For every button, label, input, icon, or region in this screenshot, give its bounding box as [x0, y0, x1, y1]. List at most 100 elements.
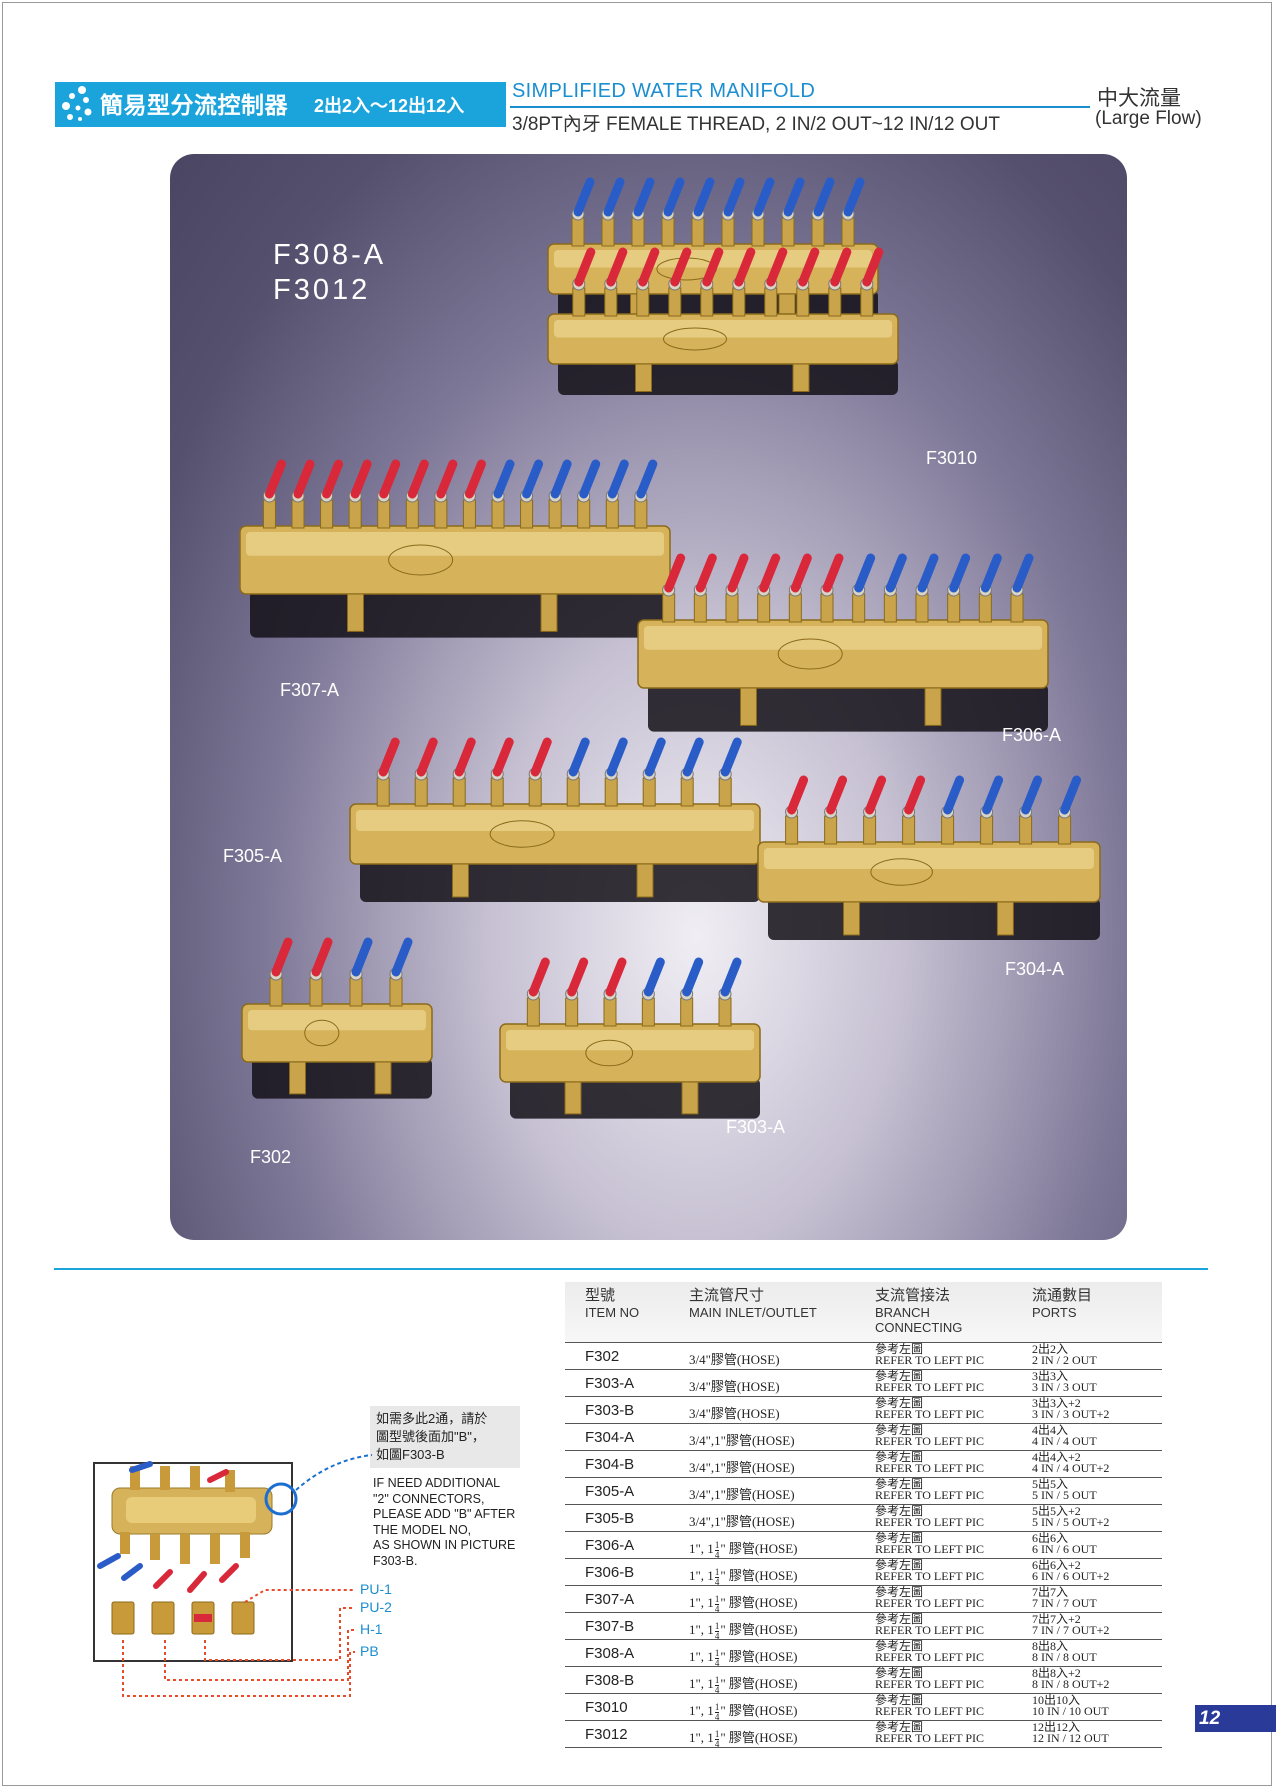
- f302-valve-handle: [311, 937, 333, 977]
- f3010-bottom-shadow: [558, 360, 898, 395]
- f3010-bottom-valve-handle: [638, 247, 660, 287]
- f307a-outlet-2: [540, 593, 558, 632]
- f303a-highlight: [506, 1030, 754, 1051]
- f304a-valve-stem: [1019, 815, 1033, 845]
- f3010-bottom-valve-handle: [798, 247, 820, 287]
- cell-item: F304-B: [585, 1456, 635, 1473]
- f302-outlet-1: [289, 1061, 306, 1095]
- f304a-valve-stem: [902, 815, 916, 845]
- title-en: SIMPLIFIED WATER MANIFOLD: [512, 80, 816, 102]
- f304a-outlet-2: [996, 901, 1014, 936]
- f3010-top-valve-handle: [813, 177, 835, 217]
- f306a-valve-handle: [664, 553, 686, 593]
- cell-main: 3/4"膠管(HOSE): [689, 1352, 780, 1367]
- cell-item: F305-B: [585, 1510, 635, 1527]
- water-drops-icon: [62, 86, 92, 121]
- f306a-valve-handle: [822, 553, 844, 593]
- f305a-valve-stem: [642, 777, 656, 807]
- f304a-valve-stem: [941, 815, 955, 845]
- f302-outlet-2: [374, 1061, 392, 1095]
- f307a-valve-handle: [522, 459, 544, 499]
- title-underline: [510, 106, 1090, 108]
- connector-label-pb: PB: [360, 1643, 379, 1659]
- label-f307a: F307-A: [280, 680, 340, 700]
- note-zh: 如需多此2通，請於圖型號後面加"B"，如圖F303-B: [376, 1411, 488, 1462]
- f305a-valve-handle: [682, 737, 704, 777]
- f3010-bottom-valve-stem: [796, 287, 810, 317]
- f306a-logo: [777, 638, 843, 670]
- f3010-bottom-valve-stem: [668, 287, 682, 317]
- connector-label-pu2: PU-2: [360, 1599, 392, 1615]
- f3010-top-valve-handle: [603, 177, 625, 217]
- f305a-valve-handle: [416, 737, 438, 777]
- f304a-valve-handle: [1060, 775, 1082, 815]
- cell-item: F3010: [585, 1699, 628, 1716]
- f307a-valve-stem: [634, 499, 648, 529]
- f304a-valve-handle: [982, 775, 1004, 815]
- f305a-valve-handle: [568, 737, 590, 777]
- f307a-valve-handle: [550, 459, 572, 499]
- subtitle-en: 3/8PT內牙 FEMALE THREAD, 2 IN/2 OUT~12 IN/…: [512, 114, 1000, 135]
- f3010-bottom-outlet-1: [635, 363, 652, 392]
- f3010-top-valve-handle: [723, 177, 745, 217]
- inset-artwork: [97, 1454, 373, 1697]
- label-f302: F302: [250, 1147, 292, 1167]
- f307a-logo: [388, 544, 454, 576]
- connector-label-pu1: PU-1: [360, 1581, 392, 1597]
- f305a-valve-handle: [644, 737, 666, 777]
- f306a-valve-handle: [854, 553, 876, 593]
- f3010-top-valve-handle: [693, 177, 715, 217]
- f305a-valve-stem: [718, 777, 732, 807]
- f304a-valve-stem: [824, 815, 838, 845]
- f303a-valve-stem: [680, 997, 694, 1027]
- f305a-valve-handle: [378, 737, 400, 777]
- f3010-bottom-valve-stem: [604, 287, 618, 317]
- flow-en: (Large Flow): [1095, 108, 1202, 129]
- f3010-bottom-valve-handle: [606, 247, 628, 287]
- f3010-top-valve-stem: [721, 217, 735, 247]
- f305a-valve-handle: [530, 737, 552, 777]
- f3010-bottom-valve-stem: [636, 287, 650, 317]
- f304a-valve-handle: [826, 775, 848, 815]
- f306a-valve-stem: [852, 593, 866, 623]
- f303a-valve-handle: [605, 957, 627, 997]
- f3010-bottom-valve-stem: [828, 287, 842, 317]
- f307a-valve-handle: [636, 459, 658, 499]
- f306a-outlet-1: [740, 687, 757, 726]
- f304a-highlight: [764, 848, 1094, 869]
- f306a-valve-handle: [885, 553, 907, 593]
- f307a-outlet-1: [347, 593, 364, 632]
- f3010-bottom-highlight: [554, 320, 892, 338]
- f307a-valve-handle: [436, 459, 458, 499]
- f306a-valve-stem: [788, 593, 802, 623]
- cell-main: 3/4",1"膠管(HOSE): [689, 1514, 795, 1529]
- title-zh: 簡易型分流控制器: [100, 92, 288, 118]
- f307a-valve-handle: [607, 459, 629, 499]
- f305a-outlet-2: [636, 863, 654, 898]
- f307a-valve-handle: [350, 459, 372, 499]
- f3010-top-valve-handle: [573, 177, 595, 217]
